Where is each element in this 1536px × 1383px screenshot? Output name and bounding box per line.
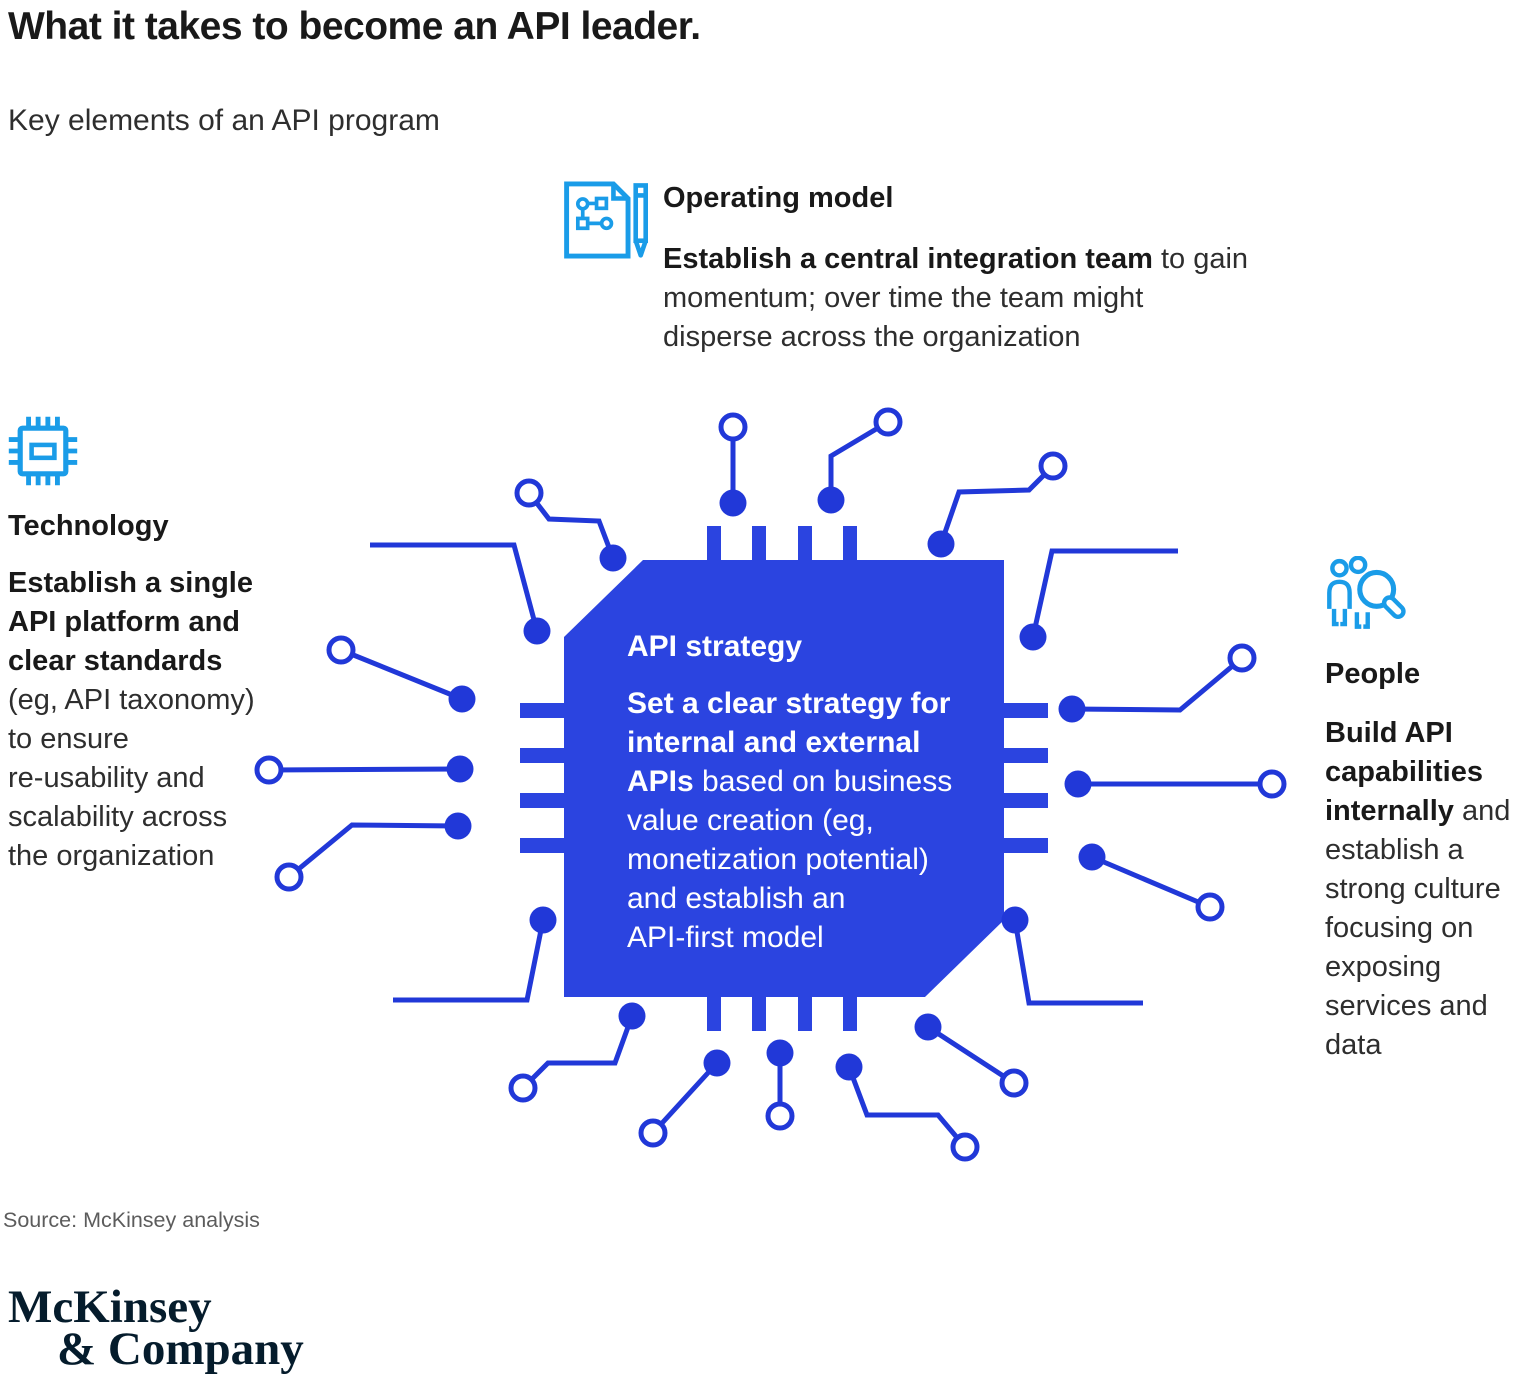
operating-model-description: Establish a central integration team to … xyxy=(663,240,1248,357)
api-strategy-rest: based on business value creation (eg, mo… xyxy=(627,765,953,954)
technology-rest: (eg, API taxonomy) to ensure re-usabilit… xyxy=(8,684,255,872)
people-magnifier-icon xyxy=(1327,556,1406,629)
technology-heading: Technology xyxy=(8,510,169,542)
operating-model-heading: Operating model xyxy=(663,182,894,214)
page-subtitle: Key elements of an API program xyxy=(8,104,440,137)
operating-model-rest: to gain momentum; over time the team mig… xyxy=(663,243,1249,353)
logo-line-2: & Company xyxy=(57,1323,304,1375)
operating-model-lead: Establish a central integration team xyxy=(663,243,1153,275)
people-heading: People xyxy=(1325,658,1421,690)
api-strategy-description: Set a clear strategy for internal and ex… xyxy=(627,684,952,957)
flowchart-document-pencil-icon xyxy=(564,181,648,259)
chip-body xyxy=(564,560,1004,997)
technology-lead: Establish a single API platform and clea… xyxy=(8,567,253,677)
source-note: Source: McKinsey analysis xyxy=(3,1208,260,1232)
people-description: Build API capabilities internally and es… xyxy=(1325,714,1510,1065)
people-rest: and establish a strong culture focusing … xyxy=(1325,795,1511,1061)
mckinsey-logo: McKinsey & Company xyxy=(8,1284,304,1375)
api-strategy-lead: Set a clear strategy for internal and ex… xyxy=(627,687,951,798)
page-title: What it takes to become an API leader. xyxy=(8,5,701,48)
api-strategy-heading: API strategy xyxy=(627,630,803,663)
logo-line-1: McKinsey xyxy=(8,1281,212,1333)
microchip-icon xyxy=(8,416,78,486)
technology-description: Establish a single API platform and clea… xyxy=(8,564,255,876)
people-lead: Build API capabilities internally xyxy=(1325,717,1483,827)
